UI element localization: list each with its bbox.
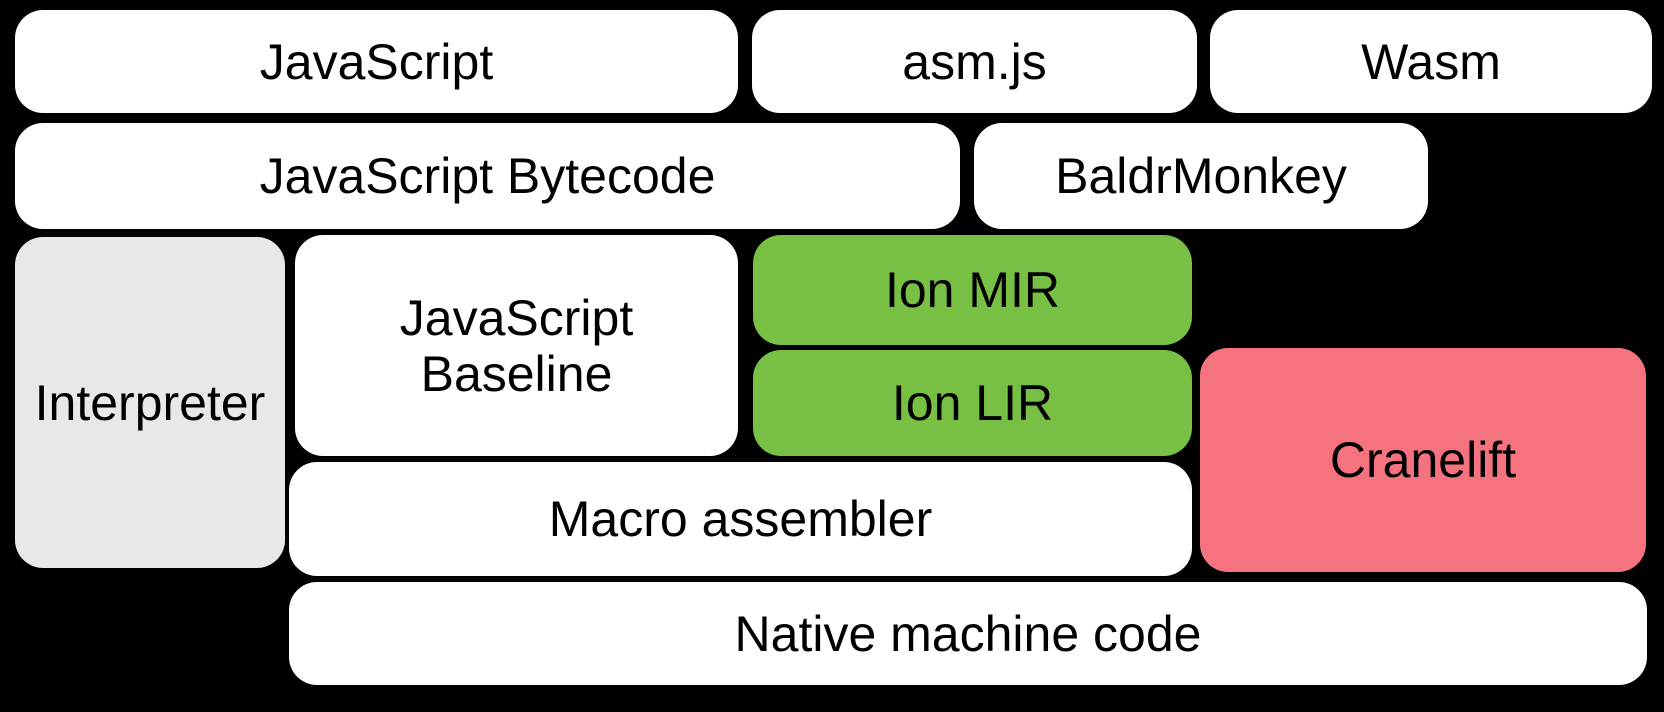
box-native-machine-code-label: Native machine code	[734, 605, 1202, 662]
box-javascript-bytecode: JavaScript Bytecode	[15, 123, 960, 229]
box-macro-assembler: Macro assembler	[289, 462, 1192, 576]
box-javascript-bytecode-label: JavaScript Bytecode	[259, 148, 716, 204]
box-wasm: Wasm	[1210, 10, 1652, 113]
box-asmjs: asm.js	[752, 10, 1197, 113]
box-cranelift: Cranelift	[1200, 348, 1646, 572]
box-ion-lir-label: Ion LIR	[891, 375, 1054, 431]
box-cranelift-label: Cranelift	[1329, 432, 1517, 488]
box-baldrmonkey-label: BaldrMonkey	[1055, 148, 1347, 204]
box-javascript-baseline: JavaScript Baseline	[295, 235, 738, 456]
box-interpreter-label: Interpreter	[34, 374, 266, 431]
box-javascript-label: JavaScript	[259, 33, 494, 90]
box-macro-assembler-label: Macro assembler	[548, 491, 933, 547]
box-interpreter: Interpreter	[15, 237, 285, 568]
box-javascript-baseline-label: JavaScript Baseline	[399, 289, 634, 402]
box-javascript: JavaScript	[15, 10, 738, 113]
box-asmjs-label: asm.js	[902, 33, 1047, 90]
box-baldrmonkey: BaldrMonkey	[974, 123, 1428, 229]
box-ion-mir: Ion MIR	[753, 235, 1192, 345]
box-wasm-label: Wasm	[1361, 33, 1501, 90]
box-native-machine-code: Native machine code	[289, 582, 1647, 685]
box-ion-mir-label: Ion MIR	[884, 262, 1061, 318]
box-ion-lir: Ion LIR	[753, 350, 1192, 456]
